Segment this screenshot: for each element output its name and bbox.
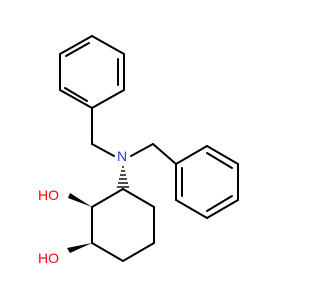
molecule-diagram: N HO HO — [38, 35, 239, 266]
wedge-bond-oh-upper — [68, 193, 92, 207]
structure-canvas: N HO HO — [38, 35, 239, 266]
hashed-wedge-n-c — [117, 166, 129, 188]
hydroxyl-label-upper: HO — [38, 187, 59, 203]
cyclohexane-ring — [91, 188, 155, 262]
benzene-ring-top — [59, 35, 125, 109]
benzene-ring-right — [175, 145, 239, 219]
nitrogen-label: N — [117, 148, 127, 164]
hydroxyl-label-lower: HO — [38, 250, 59, 266]
wedge-bond-oh-lower — [67, 243, 92, 253]
benzyl-linkers — [91, 107, 177, 165]
